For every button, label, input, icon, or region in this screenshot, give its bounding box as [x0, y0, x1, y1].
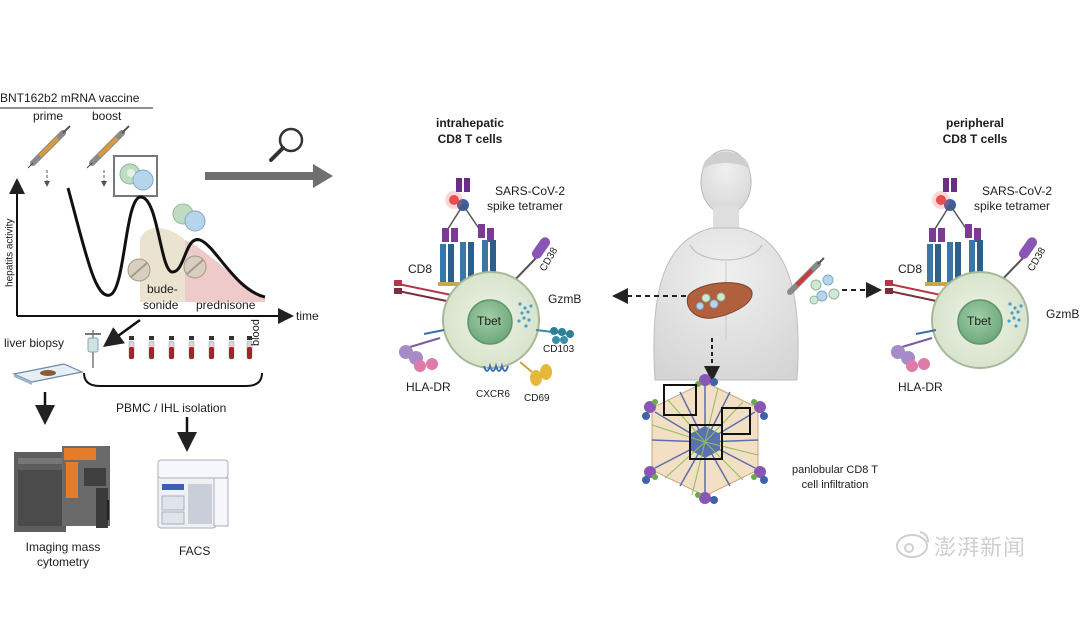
budesonide-band	[140, 228, 185, 302]
hla-dr-marker	[891, 329, 937, 372]
gzmb-granules	[1007, 302, 1023, 328]
imaging-mass-cytometer-icon	[14, 446, 110, 532]
budesonide-label-1: bude-	[147, 282, 178, 296]
tbet-nucleus	[957, 299, 1003, 345]
selected-cells-box	[113, 155, 158, 197]
biopsy-arrow	[102, 318, 141, 347]
prednisone-label: prednisone	[196, 298, 256, 312]
weibo-logo-icon	[896, 531, 929, 558]
cell-icon	[132, 169, 154, 191]
isolation-label: PBMC / IHL isolation	[116, 401, 227, 415]
intrahepatic-title-2: CD8 T cells	[437, 132, 503, 146]
lobule-caption-2: cell infiltration	[801, 479, 869, 491]
intra-hla-dr-label: HLA-DR	[406, 380, 451, 394]
boost-label: boost	[92, 109, 122, 123]
vaccine-title: BNT162b2 mRNA vaccine	[0, 91, 140, 105]
cd69-marker	[519, 361, 552, 386]
cd38-marker	[1018, 237, 1038, 259]
intra-tbet-label: Tbet	[477, 314, 502, 328]
peripheral-cell	[885, 178, 1038, 372]
intra-cd8-label: CD8	[408, 262, 433, 276]
gzmb-granules	[517, 302, 533, 328]
peripheral-title-2: CD8 T cells	[942, 132, 1008, 146]
imaging-label-2: cytometry	[36, 555, 89, 569]
facs-machine-icon	[157, 459, 229, 529]
tetramer-icon	[442, 178, 494, 242]
blood-tube-icon	[168, 336, 175, 360]
intra-tetramer-label-2: spike tetramer	[487, 199, 564, 213]
intra-gzmb-label: GzmB	[548, 292, 582, 306]
isolation-bracket	[83, 372, 263, 387]
blood-cells-icon	[809, 274, 840, 305]
peri-tbet-label: Tbet	[967, 314, 992, 328]
blood-tube-icon	[246, 336, 253, 360]
hepatitis-activity-curve	[66, 187, 266, 299]
magnifier-icon	[269, 127, 304, 162]
intra-cxcr6-label: CXCR6	[476, 389, 510, 400]
blood-tube-icon	[228, 336, 235, 360]
liver-lobule-icon	[642, 374, 768, 504]
liver-biopsy-label: liver biopsy	[4, 336, 65, 350]
boost-syringe-icon	[86, 125, 130, 169]
blood-label: blood	[250, 319, 262, 346]
blood-tube-icon	[188, 336, 195, 360]
peri-tetramer-label-1: SARS-CoV-2	[982, 184, 1053, 198]
tetramer-icon	[929, 178, 981, 242]
facs-label: FACS	[179, 544, 211, 558]
imaging-label-1: Imaging mass	[25, 540, 101, 554]
intra-tetramer-label-1: SARS-CoV-2	[495, 184, 566, 198]
blood-tube-icon	[128, 336, 135, 360]
peri-tetramer-label-2: spike tetramer	[974, 199, 1051, 213]
peripheral-title-1: peripheral	[945, 116, 1005, 130]
cell-icon	[184, 210, 206, 232]
intra-cd69-label: CD69	[524, 393, 550, 404]
lobule-caption-1: panlobular CD8 T	[791, 464, 878, 476]
hla-dr-marker	[399, 329, 445, 372]
intrahepatic-cell	[394, 178, 574, 386]
tbet-nucleus	[467, 299, 513, 345]
cd103-marker	[535, 327, 574, 344]
watermark: 澎湃新闻	[934, 536, 1027, 561]
prime-label: prime	[33, 109, 64, 123]
cd38-marker	[531, 237, 551, 259]
transition-arrow	[205, 164, 333, 188]
y-axis-label: hepatits activity	[4, 218, 16, 287]
cxcr6-marker	[483, 362, 509, 372]
budesonide-label-2: sonide	[143, 298, 179, 312]
intra-cd103-label: CD103	[543, 344, 575, 355]
prime-syringe-icon	[27, 125, 71, 169]
blood-tube-icon	[208, 336, 215, 360]
x-axis-label: time	[296, 309, 319, 323]
liver-slide-icon	[12, 363, 84, 385]
peri-cd8-label: CD8	[898, 262, 923, 276]
blood-tubes	[128, 336, 253, 360]
blood-tube-icon	[148, 336, 155, 360]
peri-hla-dr-label: HLA-DR	[898, 380, 943, 394]
vaccine-syringe-icon	[787, 257, 825, 295]
biopsy-needle-icon	[85, 330, 101, 368]
human-figure	[653, 149, 799, 381]
peri-gzmb-label: GzmB	[1046, 307, 1080, 321]
intrahepatic-title-1: intrahepatic	[435, 116, 504, 130]
